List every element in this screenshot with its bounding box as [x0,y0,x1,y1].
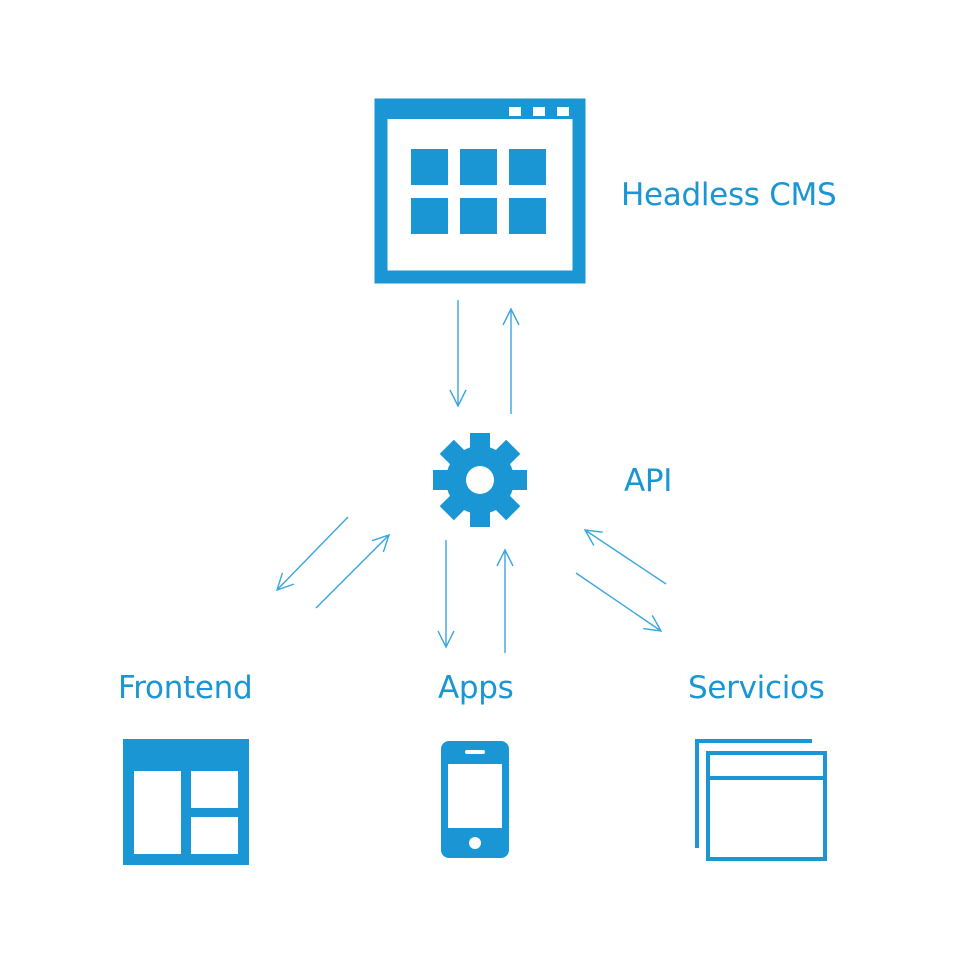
api-label: API [624,463,673,499]
browser-window-grid-icon [374,98,586,284]
arrows-api-apps [437,540,514,653]
arrows-api-frontend [275,516,391,609]
gear-icon [433,433,527,527]
stacked-windows-icon [695,739,827,861]
smartphone-icon [441,741,509,858]
arrows-cms-api [449,300,520,414]
apps-label: Apps [438,670,514,706]
servicios-label: Servicios [688,670,825,706]
page-layout-icon [123,739,249,865]
headless-cms-label: Headless CMS [621,177,837,213]
frontend-label: Frontend [118,670,253,706]
arrows-api-servicios [575,529,667,632]
